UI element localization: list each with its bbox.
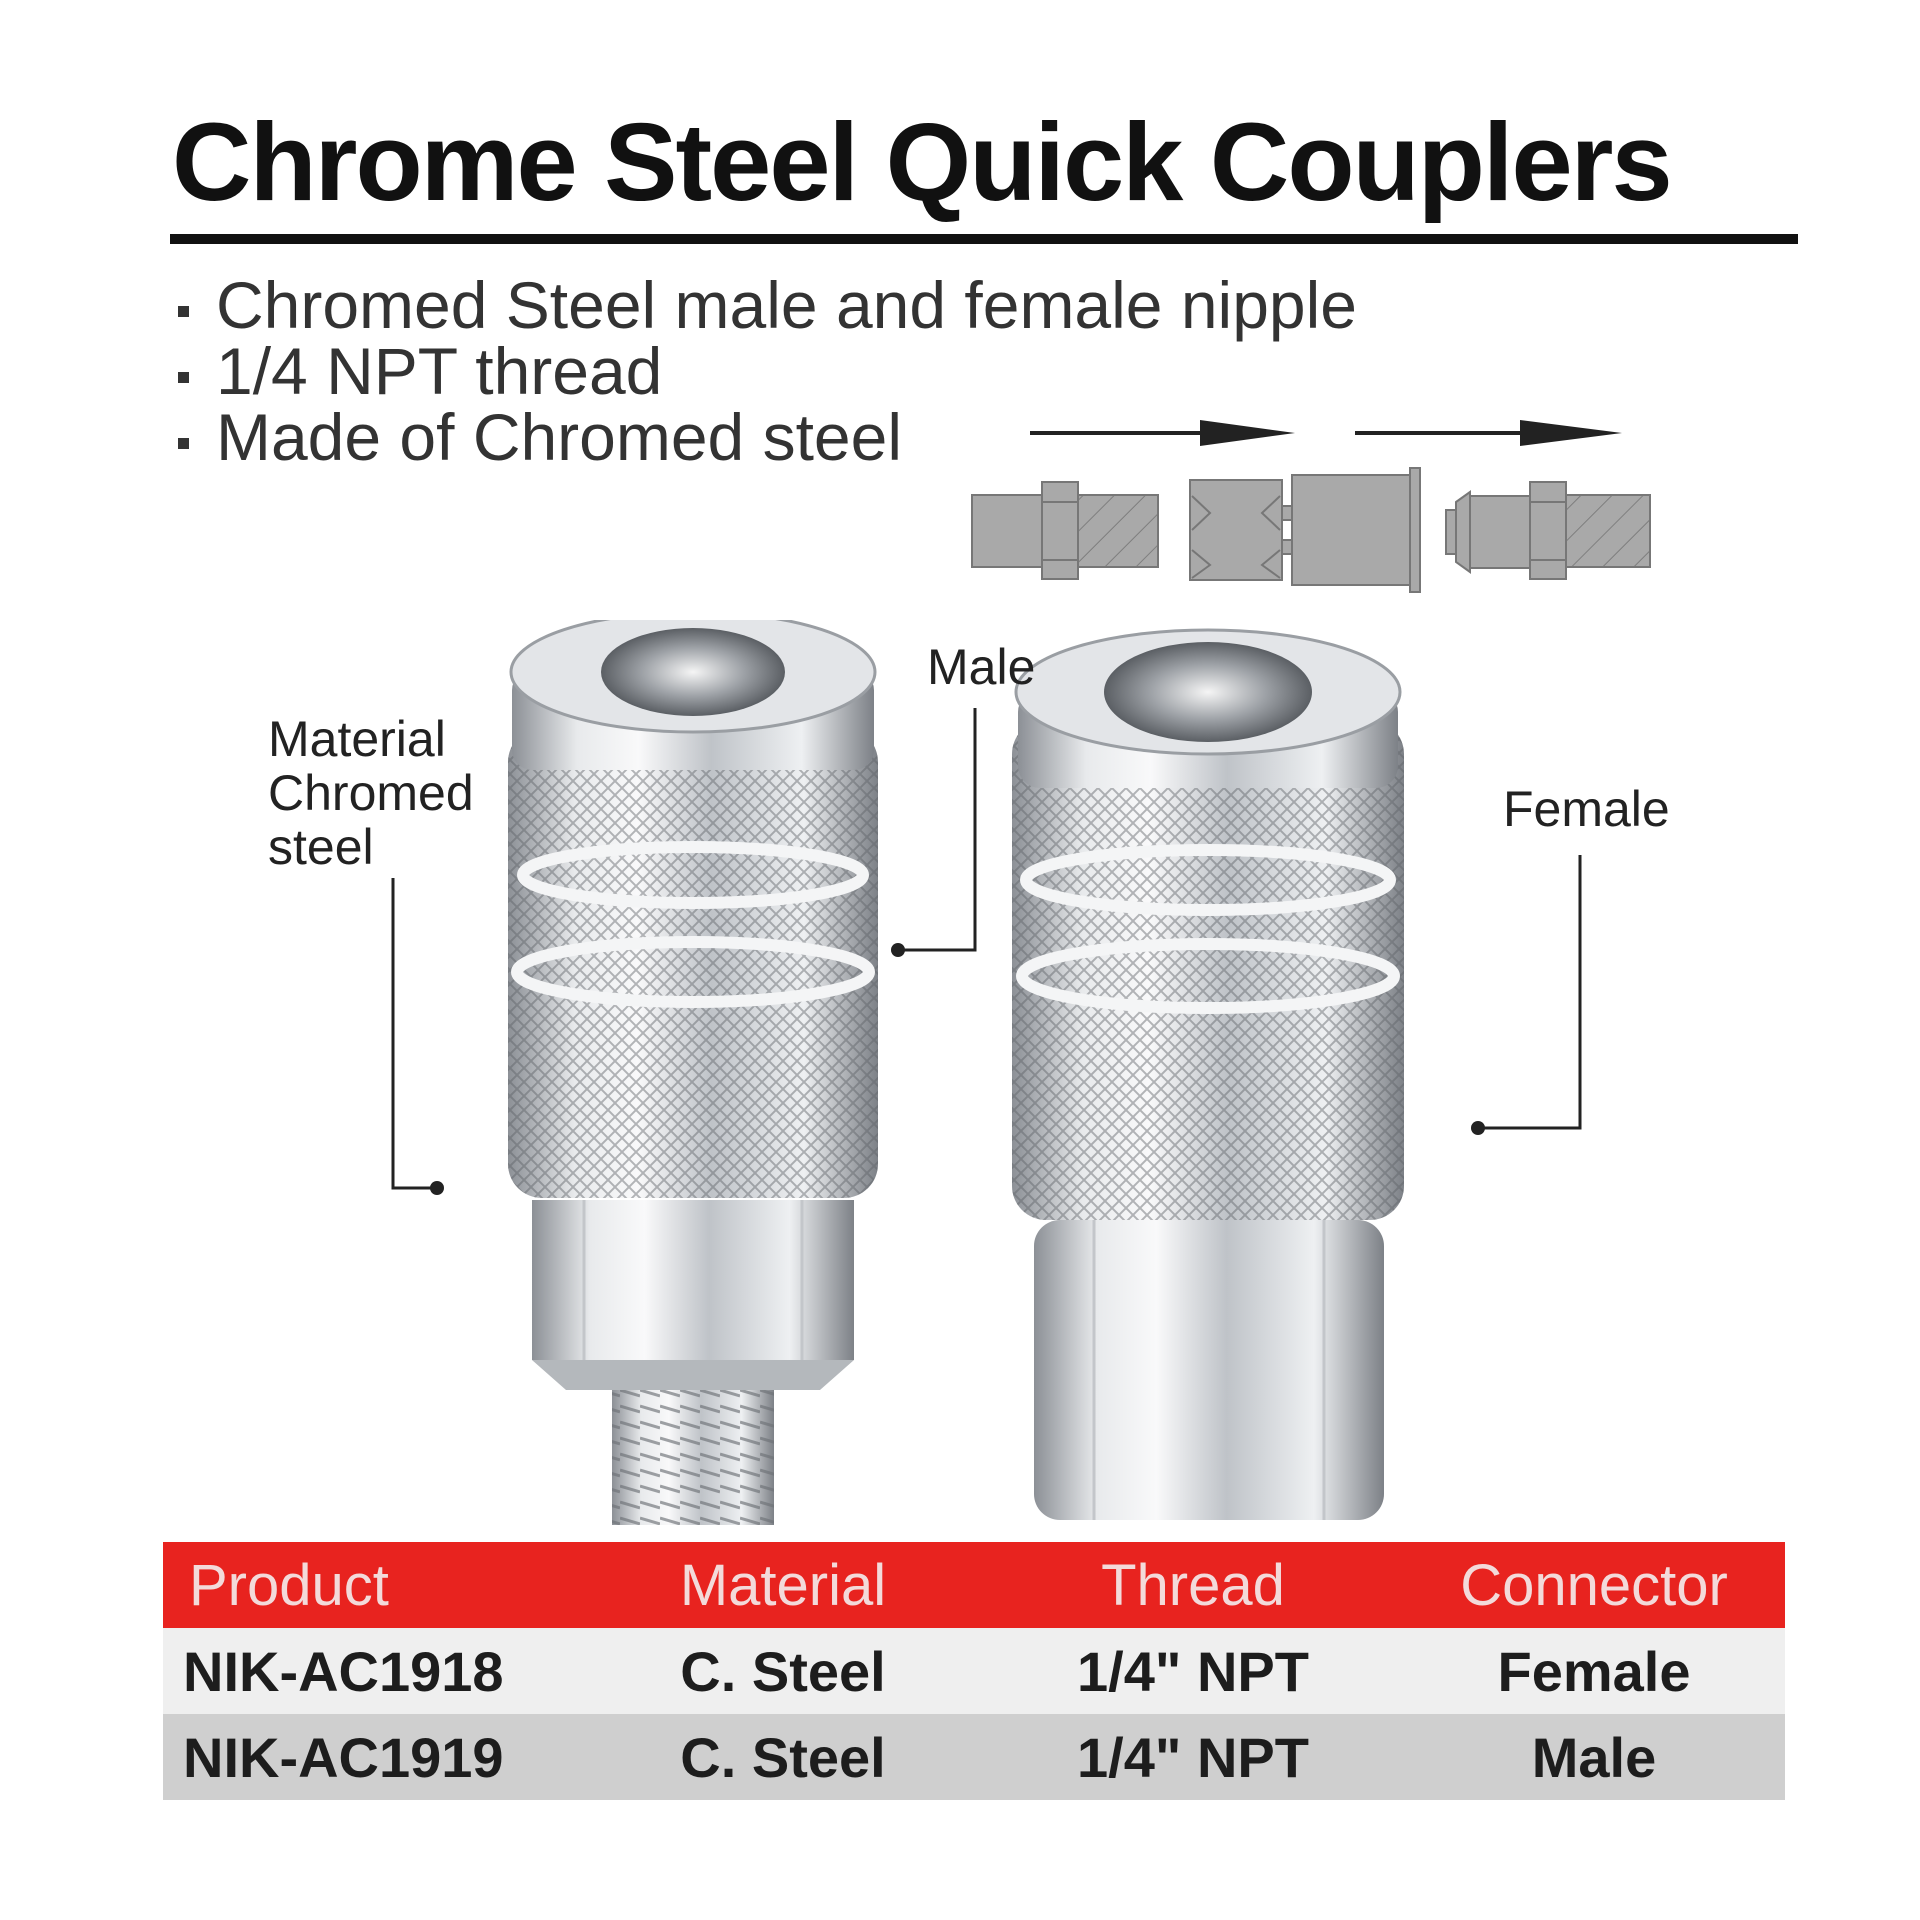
cell-connector: Male [1403, 1714, 1785, 1800]
column-header-material: Material [583, 1542, 983, 1628]
callout-leader-material [391, 878, 444, 1195]
callout-leader-female [1471, 855, 1582, 1135]
callout-female: Female [1503, 781, 1670, 837]
male-coupler-image [508, 620, 878, 1525]
callout-material-line: Chromed [268, 765, 474, 821]
square-bullet-icon [178, 306, 189, 317]
callout-leader-male [891, 708, 977, 957]
table-row: NIK-AC1918 C. Steel 1/4" NPT Female [163, 1628, 1785, 1714]
product-photo [391, 620, 1582, 1525]
cell-material: C. Steel [583, 1628, 983, 1714]
feature-item: Chromed Steel male and female nipple [172, 272, 1357, 338]
cell-product: NIK-AC1919 [163, 1714, 583, 1800]
cell-product: NIK-AC1918 [163, 1628, 583, 1714]
connection-diagram [971, 420, 1651, 593]
callout-material: Material Chromed steel [268, 712, 474, 874]
callout-male: Male [927, 639, 1036, 695]
spec-table: Product Material Thread Connector NIK-AC… [163, 1542, 1785, 1800]
feature-text: Chromed Steel male and female nipple [216, 268, 1357, 342]
cell-material: C. Steel [583, 1714, 983, 1800]
page-title: Chrome Steel Quick Couplers [172, 101, 1673, 224]
title-underline [170, 234, 1798, 244]
feature-item: 1/4 NPT thread [172, 338, 1357, 404]
arrow-right-icon [1355, 420, 1622, 446]
square-bullet-icon [178, 438, 189, 449]
male-plug-diagram [971, 481, 1159, 580]
cell-thread: 1/4" NPT [983, 1628, 1403, 1714]
feature-text: 1/4 NPT thread [216, 334, 663, 408]
callout-material-line: Material [268, 711, 446, 767]
square-bullet-icon [178, 372, 189, 383]
female-coupler-image [1012, 628, 1404, 1520]
column-header-product: Product [163, 1542, 583, 1628]
table-row: NIK-AC1919 C. Steel 1/4" NPT Male [163, 1714, 1785, 1800]
column-header-connector: Connector [1403, 1542, 1785, 1628]
table-header-row: Product Material Thread Connector [163, 1542, 1785, 1628]
cell-connector: Female [1403, 1628, 1785, 1714]
feature-list: Chromed Steel male and female nipple 1/4… [172, 272, 1357, 470]
cell-thread: 1/4" NPT [983, 1714, 1403, 1800]
feature-item: Made of Chromed steel [172, 404, 1357, 470]
female-plug-diagram [1445, 481, 1651, 580]
feature-text: Made of Chromed steel [216, 400, 903, 474]
arrow-right-icon [1030, 420, 1295, 446]
column-header-thread: Thread [983, 1542, 1403, 1628]
callout-material-line: steel [268, 819, 374, 875]
coupler-body-diagram [1189, 467, 1421, 593]
